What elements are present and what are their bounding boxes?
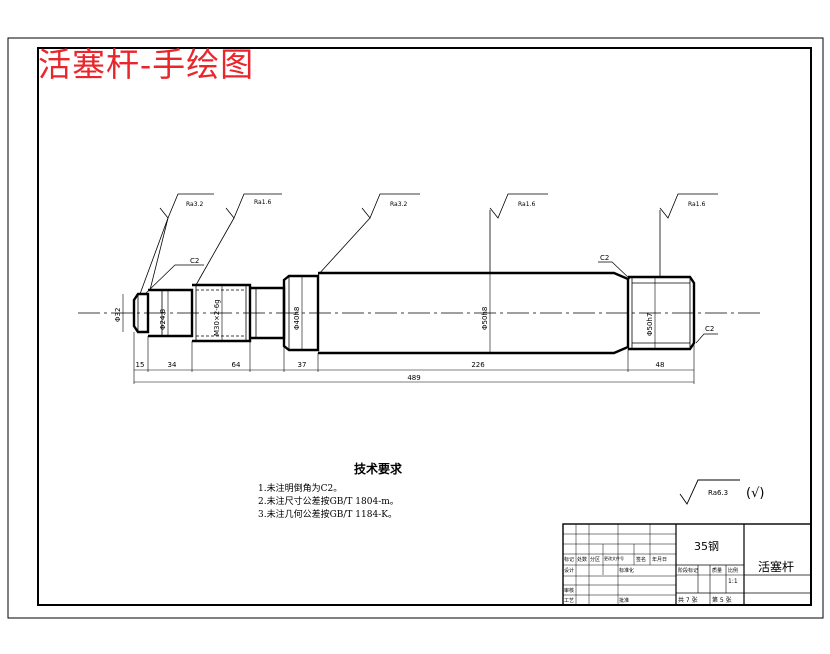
shaft-detail-lines (137, 276, 691, 350)
default-roughness-symbol (679, 479, 740, 505)
ra-label-4: Ra1.6 (518, 201, 535, 208)
tb-material: 35钢 (694, 540, 719, 553)
c2-label-right: C2 (705, 325, 714, 333)
tb-sheets-total: 共 7 张 (678, 597, 698, 604)
tb-row-4: 工艺 (564, 598, 575, 604)
outer-border (7, 37, 824, 619)
tech-heading: 技术要求 (353, 462, 402, 476)
tb-stage-3: 比例 (728, 568, 739, 574)
tech-item-1: 1.未注明倒角为C2。 (258, 484, 343, 494)
ra-label-5: Ra1.6 (688, 201, 705, 208)
tb-label-2: 处数 (577, 557, 588, 563)
ra-label-3: Ra3.2 (390, 201, 407, 208)
tech-item-3: 3.未注几何公差按GB/T 1184-K。 (258, 510, 397, 520)
tb-stage-1: 阶段标记 (678, 568, 699, 574)
dim-64: 64 (232, 361, 241, 369)
c2-label-left: C2 (190, 257, 199, 265)
dim-15: 15 (136, 361, 145, 369)
dim-37: 37 (298, 361, 307, 369)
tb-label-1: 标记 (564, 557, 575, 563)
dim-48: 48 (656, 361, 665, 369)
tb-row-1: 设计 (564, 568, 575, 574)
ra-label-2: Ra1.6 (254, 199, 271, 206)
dim-overall: 489 (407, 374, 420, 382)
roughness-symbols (139, 193, 718, 295)
tech-requirements: 技术要求 1.未注明倒角为C2。 2.未注尺寸公差按GB/T 1804-m。 3… (258, 460, 498, 522)
tb-scale: 1:1 (728, 578, 738, 585)
tb-row-3: 审核 (564, 588, 575, 594)
tb-label-5: 签名 (636, 557, 647, 563)
dim-34: 34 (168, 361, 177, 369)
dia-label-3: M30×2-6g (213, 299, 221, 336)
dim-226: 226 (471, 361, 485, 369)
tb-label-3: 分区 (590, 557, 601, 563)
dia-label-5: Φ50h8 (481, 307, 489, 330)
tb-row-2: 标准化 (619, 568, 635, 574)
tech-item-2: 2.未注尺寸公差按GB/T 1804-m。 (258, 497, 399, 507)
tb-row-5: 批准 (619, 598, 630, 604)
dia-label-1: Φ32 (114, 308, 122, 322)
dia-label-6: Φ50h7 (646, 313, 654, 336)
inner-border (37, 47, 812, 606)
c2-label-mid: C2 (600, 254, 609, 262)
chamfer-callouts (144, 261, 718, 344)
dia-label-2: Φ24.8 (159, 309, 167, 330)
tb-label-4: 更改文件号 (604, 556, 624, 561)
default-roughness-mark: (√) (746, 486, 764, 501)
tb-label-6: 年月日 (652, 557, 668, 563)
default-roughness-value: Ra6.3 (708, 489, 728, 497)
dimension-lines (134, 369, 694, 383)
tb-stage-2: 质量 (712, 568, 723, 574)
dia-label-4: Φ40h8 (293, 307, 301, 330)
extension-lines (133, 332, 695, 384)
tb-sheet-no: 第 5 张 (712, 597, 732, 604)
diameter-dims (122, 273, 656, 353)
ra-label-1: Ra3.2 (186, 201, 203, 208)
watermark-title: 活塞杆-手绘图 (38, 45, 255, 84)
tb-part-name: 活塞杆 (758, 560, 795, 574)
title-block (562, 523, 812, 606)
